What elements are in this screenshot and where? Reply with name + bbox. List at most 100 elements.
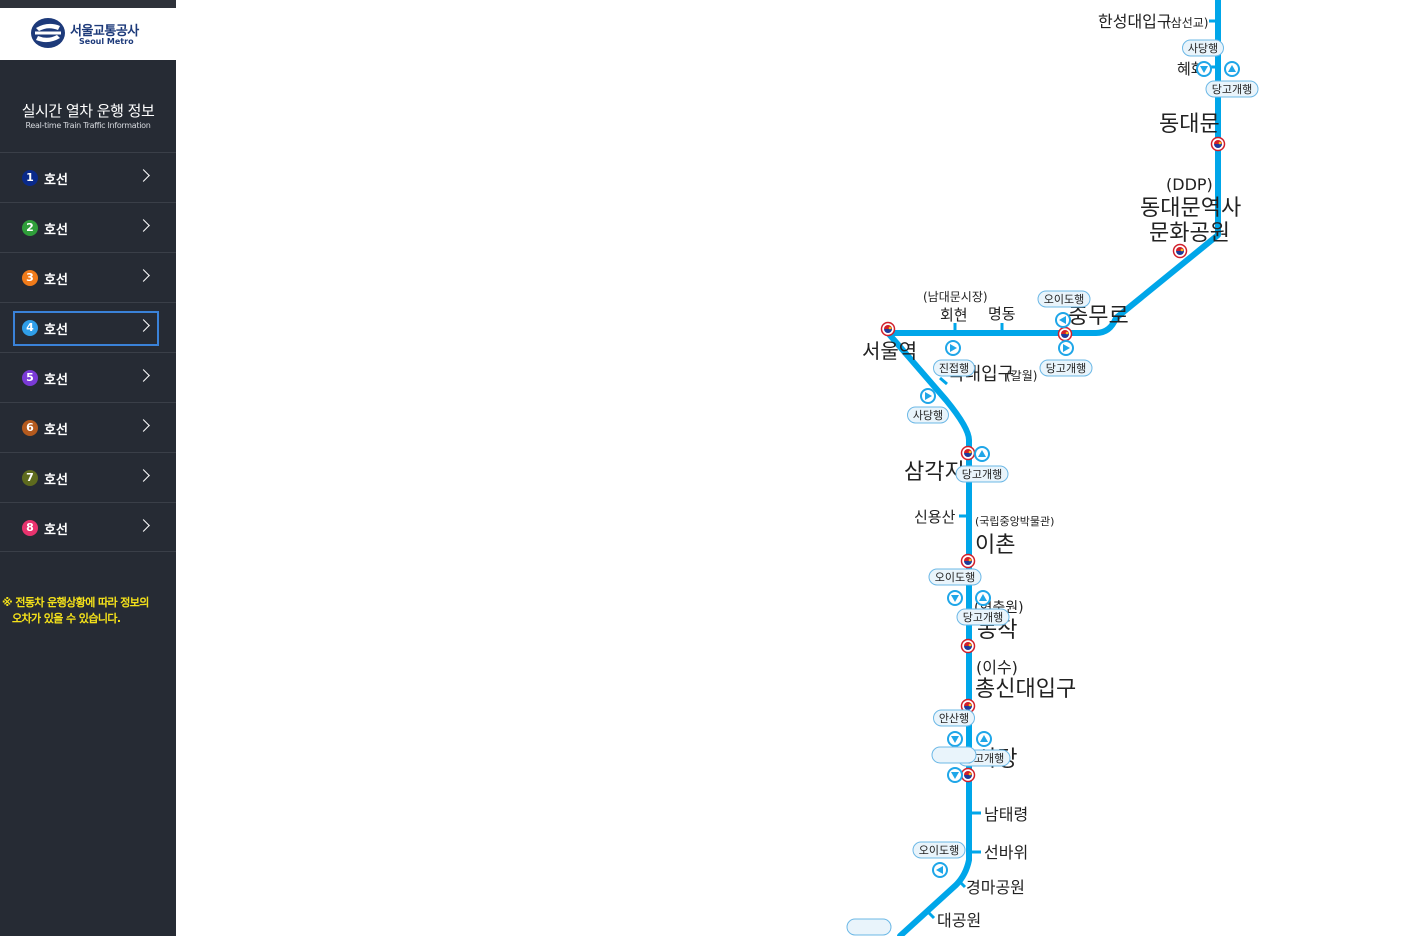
transfer-station-icon [1057, 326, 1073, 342]
chevron-right-icon [137, 169, 150, 182]
train-marker[interactable]: 당고개행 [1039, 340, 1093, 377]
direction-arrow-icon [1196, 61, 1212, 77]
train-marker[interactable] [931, 746, 977, 783]
station-hoehyeon-sub: (남대문시장) [923, 290, 988, 304]
direction-arrow-icon [975, 590, 991, 606]
train-destination: 오이도행 [1044, 293, 1084, 306]
station-ichon[interactable]: 이촌 [975, 533, 1015, 558]
line-menu-label: 호선 [44, 223, 68, 238]
line-number-badge: 8 [22, 520, 38, 536]
chevron-right-icon [137, 519, 150, 532]
train-marker[interactable]: 오이도행 [928, 568, 982, 606]
line-number-badge: 2 [22, 220, 38, 236]
logo[interactable]: 서울교통공사 Seoul Metro [0, 8, 176, 60]
line-menu-label: 호선 [44, 323, 68, 338]
train-markers: 사당행당고개행오이도행당고개행진접행사당행당고개행오이도행당고개행안산행당고개행… [846, 39, 1259, 936]
direction-arrow-icon [945, 340, 961, 356]
station-ticks [926, 19, 1217, 920]
notice-line-1: ※ 전동차 운행상황에 따라 정보의 [2, 596, 149, 609]
train-marker[interactable]: 당고개행 [956, 590, 1010, 626]
direction-arrow-icon [920, 388, 936, 404]
train-marker[interactable]: 사당행 [907, 388, 949, 424]
brand-name-en: Seoul Metro [79, 37, 134, 46]
line-menu-item-2[interactable]: 2 호선 [0, 202, 176, 252]
line-menu-item-4[interactable]: 4 호선 [0, 302, 176, 352]
line-menu-item-7[interactable]: 7 호선 [0, 452, 176, 502]
brand-name: 서울교통공사 [70, 24, 139, 39]
direction-arrow-icon [947, 767, 963, 783]
station-chungmuro[interactable]: 충무로 [1068, 304, 1129, 329]
train-destination: 사당행 [1188, 42, 1218, 55]
station-sookmyung-sub: (갈월) [1006, 369, 1037, 383]
station-chongshin-sub: (이수) [976, 658, 1018, 677]
station-gyeongma[interactable]: 경마공원 [966, 878, 1025, 897]
transfer-station-icon [1172, 243, 1188, 259]
seoul-metro-logo-icon [31, 18, 65, 48]
direction-arrow-icon [976, 731, 992, 747]
station-hansung[interactable]: 한성대입구 [1098, 12, 1172, 31]
station-daegongwon[interactable]: 대공원 [937, 911, 981, 930]
train-destination: 오이도행 [919, 844, 959, 857]
station-sinyongsan[interactable]: 신용산 [914, 508, 956, 526]
chevron-right-icon [137, 419, 150, 432]
direction-arrow-icon [947, 590, 963, 606]
transfer-station-icon [1210, 136, 1226, 152]
line-menu-label: 호선 [44, 373, 68, 388]
chevron-right-icon [137, 469, 150, 482]
direction-arrow-icon [974, 446, 990, 462]
station-hoehyeon[interactable]: 회현 [940, 306, 968, 324]
station-ddp-line2[interactable]: 문화공원 [1149, 221, 1230, 246]
station-ddp-line1[interactable]: 동대문역사 [1140, 196, 1241, 221]
line-number-badge: 5 [22, 370, 38, 386]
active-selection-frame [13, 311, 159, 346]
line-menu-label: 호선 [44, 473, 68, 488]
train-marker[interactable]: 안산행 [933, 709, 975, 747]
line-number-badge: 3 [22, 270, 38, 286]
train-marker[interactable]: 진접행 [933, 340, 975, 377]
direction-arrow-icon [1224, 61, 1240, 77]
line-menu-item-5[interactable]: 5 호선 [0, 352, 176, 402]
station-namtaeryeong[interactable]: 남태령 [984, 805, 1028, 824]
chevron-right-icon [137, 369, 150, 382]
transfer-station-icon [960, 445, 976, 461]
transfer-station-icon [880, 321, 896, 337]
direction-arrow-icon [1055, 312, 1071, 328]
train-marker[interactable]: 오이도행 [912, 841, 966, 878]
station-samgakji[interactable]: 삼각지 [904, 460, 965, 485]
chevron-right-icon [137, 269, 150, 282]
station-myeongdong[interactable]: 명동 [988, 305, 1016, 323]
station-ichon-sub: (국립중앙박물관) [975, 515, 1054, 528]
line-number-badge: 1 [22, 170, 38, 186]
sidebar-title: 실시간 열차 운행 정보 [21, 102, 155, 120]
train-marker[interactable]: 사당행 [1182, 39, 1224, 77]
chevron-right-icon [137, 219, 150, 232]
train-destination: 진접행 [939, 362, 969, 375]
train-marker[interactable] [846, 918, 892, 936]
train-destination: 당고개행 [1046, 362, 1086, 375]
station-seonbawi[interactable]: 선바위 [984, 843, 1028, 862]
train-marker[interactable]: 오이도행 [1037, 290, 1091, 328]
train-marker[interactable]: 당고개행 [955, 446, 1009, 483]
line-menu-label: 호선 [44, 523, 68, 538]
sidebar-top-bar [0, 0, 176, 8]
line-4-track [885, 0, 1221, 936]
direction-arrow-icon [932, 862, 948, 878]
line-number-badge: 7 [22, 470, 38, 486]
train-destination: 당고개행 [962, 468, 1002, 481]
notice-text: ※ 전동차 운행상황에 따라 정보의 오차가 있을 수 있습니다. [2, 595, 174, 627]
station-dongdaemun[interactable]: 동대문 [1159, 112, 1220, 137]
station-seoul[interactable]: 서울역 [862, 339, 917, 363]
train-marker[interactable]: 당고개행 [1205, 61, 1259, 98]
transfer-station-icon [960, 638, 976, 654]
station-ddp-sub: (DDP) [1166, 175, 1213, 194]
line-number-badge: 4 [22, 320, 38, 336]
line-menu-item-8[interactable]: 8 호선 [0, 502, 176, 552]
direction-arrow-icon [1058, 340, 1074, 356]
line-menu-label: 호선 [44, 423, 68, 438]
direction-arrow-icon [947, 731, 963, 747]
train-destination: 사당행 [913, 409, 943, 422]
station-chongshin[interactable]: 총신대입구 [975, 677, 1076, 702]
